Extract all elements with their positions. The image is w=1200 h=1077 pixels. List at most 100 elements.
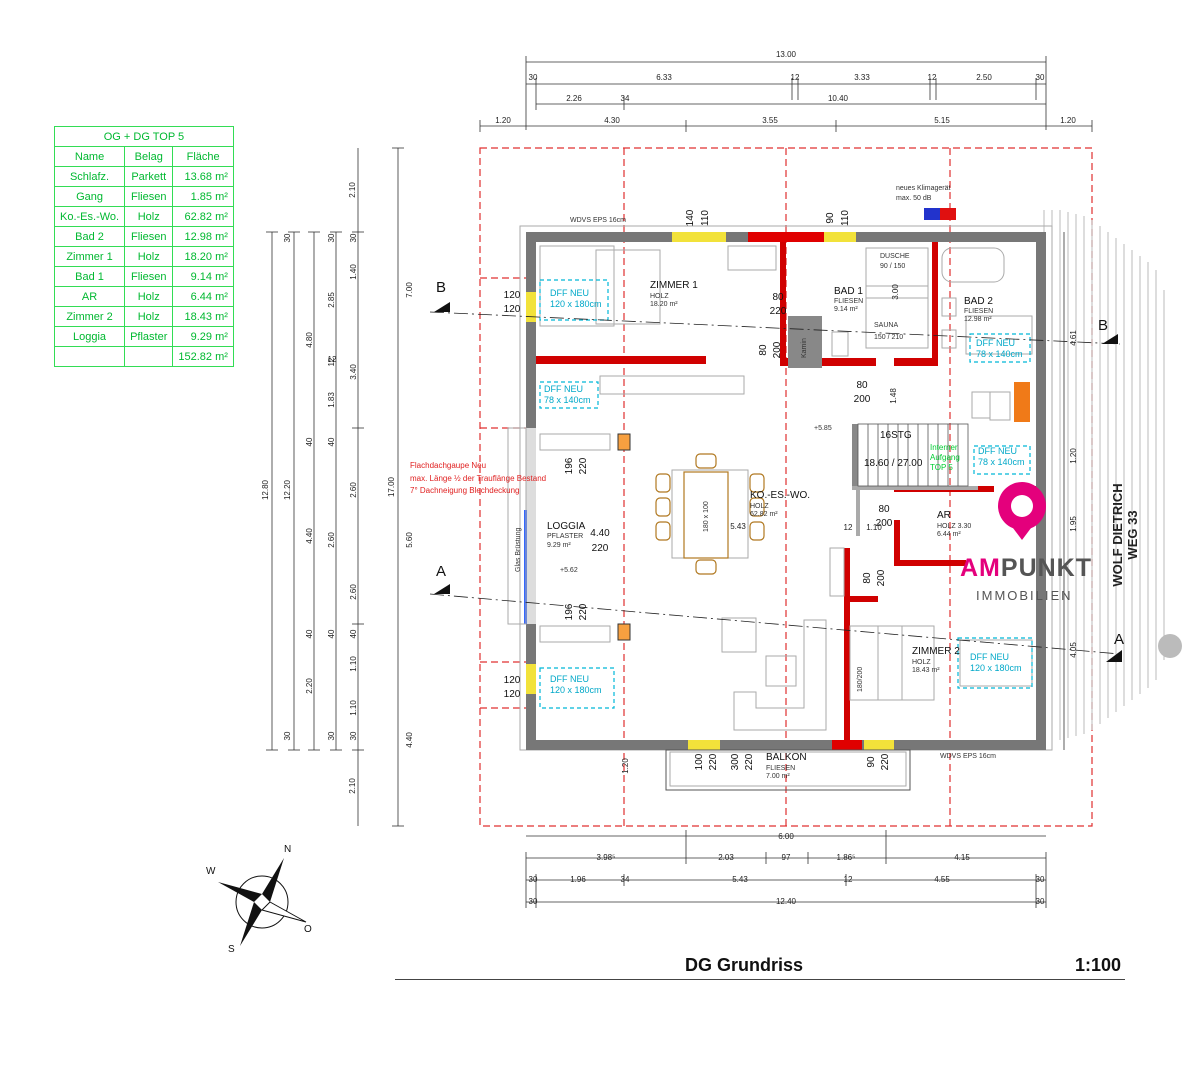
bed-size: 180/200 — [857, 667, 864, 692]
opening-label: 200 — [876, 569, 887, 586]
location-pin-icon — [998, 482, 1046, 540]
dimension-label: 2.85 — [327, 292, 336, 308]
room-floor: FLIESEN — [834, 298, 863, 305]
room-name: BAD 2 — [964, 296, 993, 307]
dimension-label: 12.80 — [261, 479, 270, 500]
brand-logo: AMPUNKT IMMOBILIEN — [958, 478, 1091, 608]
brand-part: PUNKT — [1000, 554, 1092, 582]
cell: Pflaster — [124, 326, 174, 347]
dormer-note: 7° Dachneigung Blechdeckung — [410, 486, 520, 495]
dimension-label: 30 — [1036, 897, 1045, 906]
dimension-label: 1.10 — [349, 700, 358, 716]
roof-window-size: 120 x 180cm — [550, 685, 602, 695]
room-area: 18.43 m² — [912, 667, 940, 674]
dimension-label: 1.10 — [349, 656, 358, 672]
dimension-label: 3.40 — [349, 364, 358, 380]
section-label: A — [1114, 631, 1124, 648]
opening-label: 196 — [564, 603, 575, 620]
roof-window-size: 120 x 180cm — [970, 663, 1022, 673]
dimension-label: 12.40 — [776, 897, 797, 906]
dimension-label: 30 — [349, 233, 358, 242]
room-floor: HOLZ — [650, 293, 669, 300]
room-name: ZIMMER 1 — [650, 280, 698, 291]
chimney-icon — [617, 433, 631, 451]
dimension-label: 40 — [305, 437, 314, 446]
shower-label: DUSCHE — [880, 253, 910, 260]
opening-label: 220 — [744, 753, 755, 770]
glass-label: Glas Brüstung — [515, 528, 522, 572]
street-label: WOLF DIETRICH WEG 33 — [1110, 483, 1140, 587]
dimension-label: 12.20 — [283, 479, 292, 500]
dimension-label: 40 — [327, 437, 336, 446]
dimension-label: 1.83 — [327, 392, 336, 408]
section-markers — [434, 302, 1122, 662]
room-name: BALKON — [766, 752, 807, 763]
room-floor: FLIESEN — [964, 308, 993, 315]
room-name: KO.-ES.-WO. — [750, 490, 810, 501]
room-floor: HOLZ — [912, 659, 931, 666]
dimension-ticks — [266, 56, 1093, 908]
table-total-row: 152.82 m² — [53, 346, 234, 367]
roof-window-label: DFF NEU — [544, 384, 583, 394]
opening-label: 220 — [708, 753, 719, 770]
dimension-label: 30 — [1036, 73, 1045, 82]
compass-south: S — [228, 944, 235, 955]
opening-label: 120 — [504, 290, 521, 301]
opening-label: 220 — [578, 457, 589, 474]
section-label: A — [436, 563, 446, 580]
dimension-label: 2.10 — [348, 778, 357, 794]
level-mark: +5.85 — [814, 425, 832, 432]
roof-window-label: DFF NEU — [550, 674, 589, 684]
room-name: LOGGIA — [547, 521, 586, 532]
balcony — [665, 749, 911, 791]
klimagerat-icon — [924, 208, 956, 220]
dimension-label: 4.05 — [1069, 642, 1078, 658]
roof-window-size: 120 x 180cm — [550, 299, 602, 309]
opening-label: 120 — [504, 675, 521, 686]
dimension-label: 30 — [283, 233, 292, 242]
plan-title: DG Grundriss — [685, 955, 804, 975]
dimension-label: 3.33 — [854, 73, 870, 82]
room-area: 9.14 m² — [834, 306, 858, 313]
insulation-label: WDVS EPS 16cm — [570, 217, 626, 224]
room-floor: HOLZ — [750, 503, 769, 510]
cell: Zimmer 1 — [53, 246, 126, 267]
dimension-label: 30 — [327, 233, 336, 242]
opening-label: 12 — [844, 523, 853, 532]
shower-size: 90 / 150 — [880, 263, 905, 270]
room-floor: HOLZ 3.30 — [937, 523, 971, 530]
partitions — [788, 316, 978, 536]
dimension-label: 7.00 — [405, 282, 414, 298]
cell: Bad 1 — [53, 266, 126, 287]
opening-label: 80 — [856, 380, 868, 391]
room-area: 12.98 m² — [964, 316, 992, 323]
insulation-label: WDVS EPS 16cm — [940, 753, 996, 760]
dimension-label: 34 — [621, 94, 630, 103]
dimension-label: 4.40 — [305, 528, 314, 544]
opening-label: 80 — [878, 504, 890, 515]
dimension-label: 2.10 — [348, 182, 357, 198]
opening-label: 1.20 — [621, 758, 630, 774]
opening-label: 80 — [862, 572, 873, 584]
opening-label: 220 — [770, 306, 787, 317]
dimension-label: 5.43 — [732, 875, 748, 884]
dimension-label: 4.40 — [405, 732, 414, 748]
cell: 1.85 m² — [172, 186, 234, 207]
dimension-label: 97 — [782, 853, 791, 862]
dimension-label: 1.20 — [1060, 116, 1076, 125]
dimension-texts: 13.00 30 6.33 12 3.33 12 2.50 30 2.26 34… — [495, 50, 1076, 906]
dimension-label: 1.86⁵ — [837, 853, 856, 862]
opening-label: 80 — [758, 344, 769, 356]
dimension-label: 30 — [1036, 875, 1045, 884]
stair-ratio: 18.60 / 27.00 — [864, 458, 923, 469]
stair-note: TOP 5 — [930, 463, 953, 472]
opening-label: 220 — [880, 753, 891, 770]
compass-east: O — [304, 924, 312, 935]
section-label: B — [436, 279, 446, 296]
area-table: OG + DG TOP 5 Name Belag Fläche Schlafz.… — [53, 126, 234, 367]
dimension-label: 6.00 — [778, 832, 794, 841]
